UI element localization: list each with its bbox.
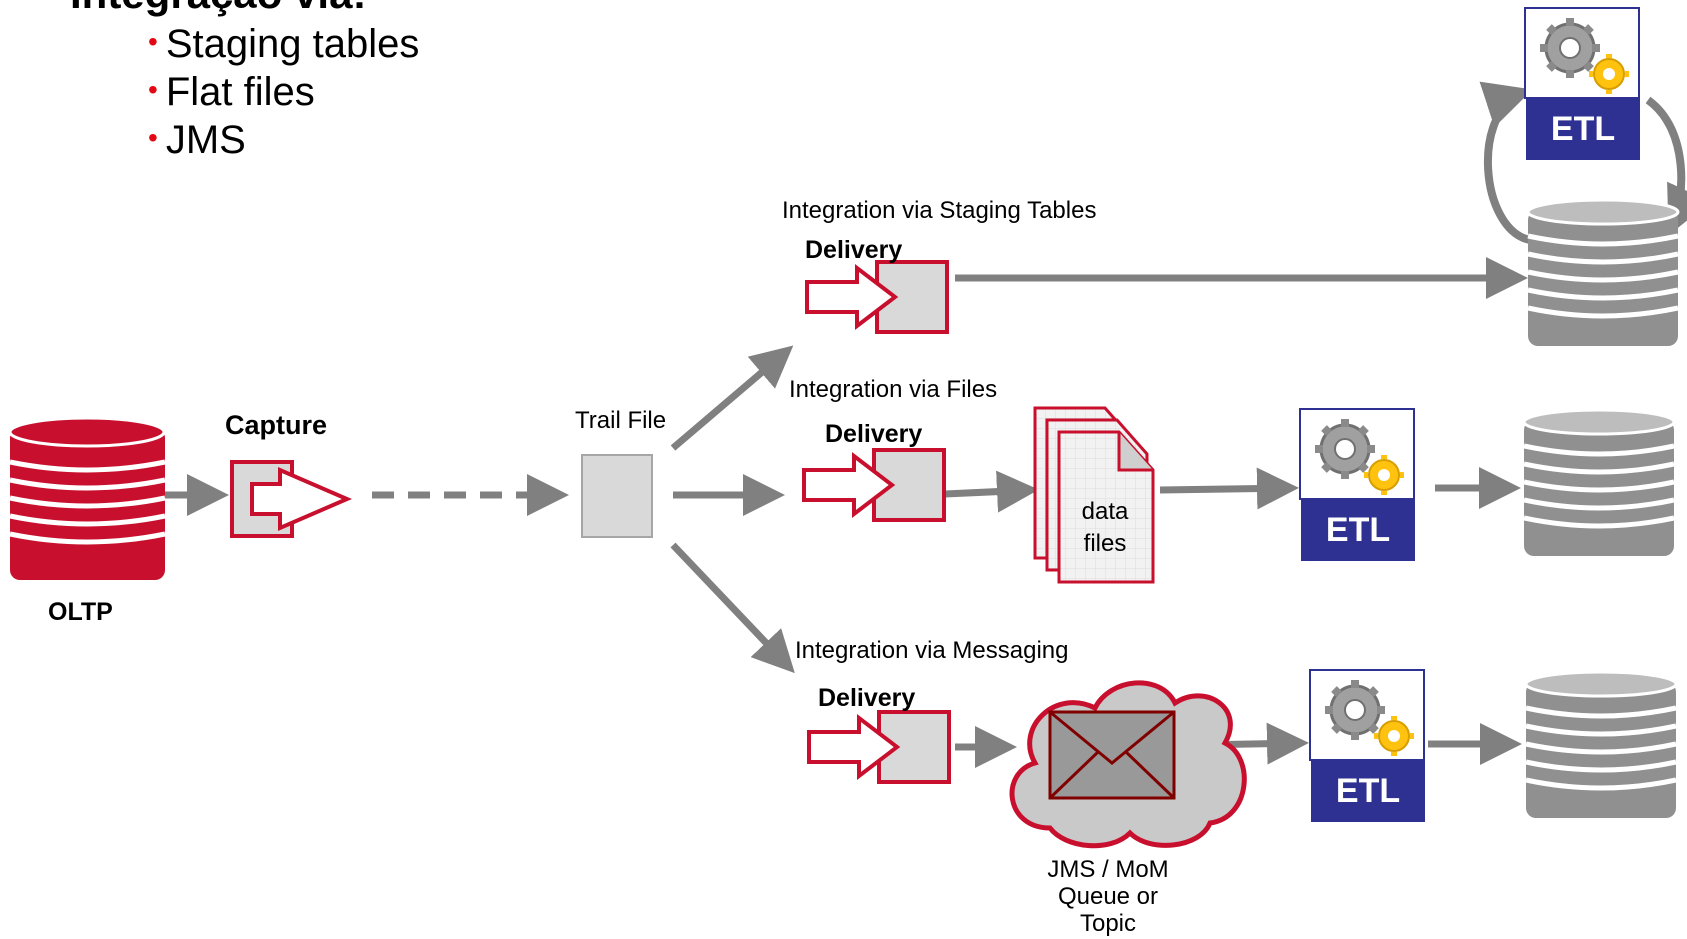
etl-gear-icon-files	[1300, 409, 1414, 499]
oltp-label: OLTP	[48, 598, 113, 626]
etl-gear-icon-messaging	[1310, 670, 1424, 760]
staging-title: Integration via Staging Tables	[782, 197, 1097, 224]
jms-line: JMS / MoM	[1047, 856, 1169, 883]
capture-label: Capture	[225, 410, 328, 440]
files-target-database-icon	[1524, 410, 1674, 556]
etl-label-files: ETL	[1301, 499, 1415, 561]
data-files-line: data	[1081, 498, 1129, 525]
data-files-label: data files	[1070, 496, 1140, 560]
data-files-line: files	[1083, 530, 1127, 557]
messaging-title: Integration via Messaging	[795, 637, 1069, 664]
delivery-icon-messaging	[807, 710, 951, 784]
trail-file-label: Trail File	[575, 407, 667, 434]
data-files-icon	[1033, 406, 1155, 584]
bullet-item: •Flat files	[148, 70, 315, 114]
oltp-database-icon	[8, 416, 166, 580]
capture-icon	[230, 460, 353, 538]
loop-arrow-up	[1479, 81, 1533, 244]
jms-line: Topic	[1079, 910, 1137, 937]
files-title: Integration via Files	[789, 376, 998, 403]
delivery-label-staging: Delivery	[805, 236, 903, 264]
delivery-label-messaging: Delivery	[818, 684, 916, 712]
bullet-list: •Staging tables •Flat files •JMS	[148, 20, 419, 164]
slide-heading: Integração via:	[70, 0, 366, 18]
message-queue-cloud-icon	[1009, 680, 1247, 849]
etl-gear-icon-top	[1525, 8, 1639, 98]
bullet-item: •JMS	[148, 118, 246, 162]
etl-label-messaging: ETL	[1311, 760, 1425, 822]
trail-file-icon	[581, 454, 653, 538]
bullet-item: •Staging tables	[148, 22, 420, 66]
delivery-icon-staging	[805, 260, 949, 334]
staging-database-icon	[1528, 200, 1678, 346]
delivery-label-files: Delivery	[825, 420, 923, 448]
jms-queue-label: JMS / MoM Queue or Topic	[1030, 856, 1186, 937]
etl-label-top: ETL	[1526, 98, 1640, 160]
delivery-icon-files	[802, 448, 946, 522]
messaging-target-database-icon	[1526, 672, 1676, 818]
jms-line: Queue or	[1057, 883, 1159, 910]
